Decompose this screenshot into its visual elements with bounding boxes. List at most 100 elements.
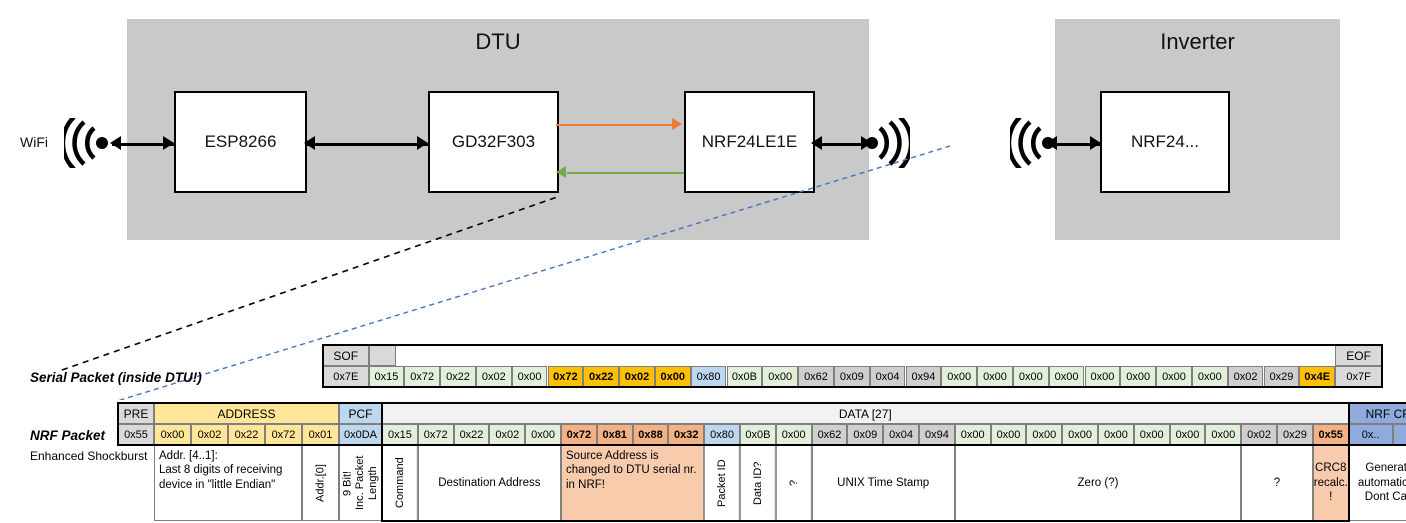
nrf-desc-0: Addr. [4..1]:Last 8 digits of receiving … bbox=[154, 445, 302, 521]
nrf-data-21: 0x00 bbox=[1133, 424, 1170, 445]
link-inverter-antenna bbox=[1048, 143, 1100, 146]
nrf-data-14: 0x04 bbox=[883, 424, 919, 445]
nrf-data-10: 0x0B bbox=[740, 424, 776, 445]
chip-nrf24le1e: NRF24LE1E bbox=[684, 91, 815, 193]
serial-byte-13: 0x09 bbox=[833, 366, 870, 387]
nrf-desc-11: ? bbox=[1241, 445, 1313, 521]
serial-eof-value: 0x7F bbox=[1335, 366, 1383, 387]
serial-byte-23: 0x00 bbox=[1191, 366, 1228, 387]
nrf-data-17: 0x00 bbox=[990, 424, 1027, 445]
arrow-left-icon-rx bbox=[556, 166, 566, 178]
nrf-address-0: 0x00 bbox=[154, 424, 191, 445]
chip-gd32f303-label: GD32F303 bbox=[451, 132, 536, 151]
nrf-header-data: DATA [27] bbox=[382, 403, 1349, 424]
nrf-data-7: 0x88 bbox=[632, 424, 669, 445]
serial-byte-24: 0x02 bbox=[1227, 366, 1264, 387]
arrow-left-icon-esp bbox=[304, 136, 315, 150]
serial-byte-0: 0x15 bbox=[368, 366, 405, 387]
serial-byte-26: 0x4E bbox=[1299, 366, 1336, 387]
arrow-right-icon-wifi bbox=[163, 136, 174, 150]
nrf-data-25: 0x29 bbox=[1277, 424, 1313, 445]
nrf-crc-0: 0x.. bbox=[1348, 424, 1393, 445]
nrf-data-4: 0x00 bbox=[525, 424, 561, 445]
chip-esp8266-label: ESP8266 bbox=[204, 132, 277, 151]
serial-byte-21: 0x00 bbox=[1120, 366, 1157, 387]
serial-byte-14: 0x04 bbox=[869, 366, 906, 387]
nrf-data-8: 0x32 bbox=[668, 424, 705, 445]
serial-byte-4: 0x00 bbox=[511, 366, 548, 387]
nrf-address-1: 0x02 bbox=[191, 424, 228, 445]
serial-byte-18: 0x00 bbox=[1012, 366, 1049, 387]
nrf-data-1: 0x72 bbox=[417, 424, 454, 445]
serial-byte-6: 0x22 bbox=[583, 366, 620, 387]
nrf-pre-value: 0x55 bbox=[118, 424, 154, 445]
serial-byte-20: 0x00 bbox=[1084, 366, 1121, 387]
nrf-crc-1: 0x.. bbox=[1392, 424, 1406, 445]
nrf-data-18: 0x00 bbox=[1026, 424, 1063, 445]
chip-nrf24-label: NRF24... bbox=[1130, 132, 1200, 151]
arrow-left-icon-wifi bbox=[110, 136, 121, 150]
nrf-data-20: 0x00 bbox=[1098, 424, 1134, 445]
nrf-desc-6: Packet ID bbox=[704, 445, 740, 521]
nrf-data-23: 0x00 bbox=[1205, 424, 1242, 445]
nrf-desc-10: Zero (?) bbox=[954, 445, 1242, 521]
serial-byte-8: 0x00 bbox=[654, 366, 691, 387]
nrf-data-19: 0x00 bbox=[1062, 424, 1098, 445]
chip-esp8266: ESP8266 bbox=[174, 91, 307, 193]
link-wifi-esp bbox=[112, 143, 174, 146]
serial-packet-label: Serial Packet (inside DTU!) bbox=[30, 370, 202, 385]
serial-byte-16: 0x00 bbox=[941, 366, 978, 387]
serial-byte-3: 0x02 bbox=[475, 366, 512, 387]
nrf-header-address: ADDRESS bbox=[154, 403, 339, 424]
arrow-left-icon-nrf bbox=[811, 136, 822, 150]
serial-byte-5: 0x72 bbox=[547, 366, 584, 387]
serial-byte-11: 0x00 bbox=[762, 366, 799, 387]
chip-nrf24le1e-label: NRF24LE1E bbox=[701, 132, 798, 151]
chip-nrf24: NRF24... bbox=[1100, 91, 1230, 193]
nrf-data-12: 0x62 bbox=[811, 424, 848, 445]
arrow-right-icon-gd32 bbox=[417, 136, 428, 150]
arrow-right-icon-tx bbox=[672, 118, 682, 130]
serial-sof-header: SOF bbox=[323, 345, 369, 366]
nrf-address-3: 0x72 bbox=[265, 424, 302, 445]
nrf-address-2: 0x22 bbox=[228, 424, 265, 445]
nrf-address-4: 0x01 bbox=[302, 424, 339, 445]
serial-byte-22: 0x00 bbox=[1156, 366, 1192, 387]
serial-byte-25: 0x29 bbox=[1263, 366, 1300, 387]
inverter-title: Inverter bbox=[1160, 29, 1235, 54]
serial-byte-2: 0x22 bbox=[440, 366, 476, 387]
serial-byte-12: 0x62 bbox=[798, 366, 834, 387]
arrow-right-icon-inv bbox=[1090, 136, 1101, 150]
nrf-header-pcf: PCF bbox=[339, 403, 382, 424]
nrf-data-24: 0x02 bbox=[1241, 424, 1277, 445]
link-esp-gd32 bbox=[305, 143, 428, 146]
nrf-desc-7: Data ID? bbox=[740, 445, 776, 521]
nrf-desc-8: ? bbox=[775, 445, 812, 521]
serial-byte-19: 0x00 bbox=[1048, 366, 1085, 387]
nrf-desc-5: Source Address is changed to DTU serial … bbox=[561, 445, 705, 521]
nrf-header-crc: NRF CRC bbox=[1348, 403, 1406, 424]
link-nrf-antenna bbox=[813, 143, 871, 146]
wifi-label: WiFi bbox=[20, 134, 48, 150]
nrf-desc-2: 9 Bit!Inc. Packet Length bbox=[339, 445, 382, 521]
dtu-title: DTU bbox=[475, 29, 521, 54]
nrf-data-13: 0x09 bbox=[847, 424, 884, 445]
chip-gd32f303: GD32F303 bbox=[428, 91, 559, 193]
serial-sof-header-pad bbox=[368, 345, 396, 366]
nrf-data-11: 0x00 bbox=[775, 424, 812, 445]
arrow-left-icon-inv bbox=[1046, 136, 1057, 150]
nrf-data-16: 0x00 bbox=[954, 424, 991, 445]
arrow-right-icon-nrf bbox=[861, 136, 872, 150]
nrf-data-5: 0x72 bbox=[561, 424, 597, 445]
nrf-data-2: 0x22 bbox=[453, 424, 490, 445]
nrf-pcf-value: 0x0DA bbox=[339, 424, 382, 445]
nrf-desc-12: CRC8 recalc. ! bbox=[1312, 445, 1349, 521]
serial-byte-17: 0x00 bbox=[977, 366, 1013, 387]
serial-eof-header: EOF bbox=[1335, 345, 1383, 366]
nrf-data-6: 0x81 bbox=[596, 424, 633, 445]
serial-byte-10: 0x0B bbox=[726, 366, 763, 387]
nrf-desc-13: Generated automatically. Dont Care! bbox=[1348, 445, 1406, 521]
antenna-icon-wifi bbox=[60, 115, 110, 173]
link-rx-green bbox=[567, 172, 684, 174]
nrf-header-pre: PRE bbox=[118, 403, 154, 424]
